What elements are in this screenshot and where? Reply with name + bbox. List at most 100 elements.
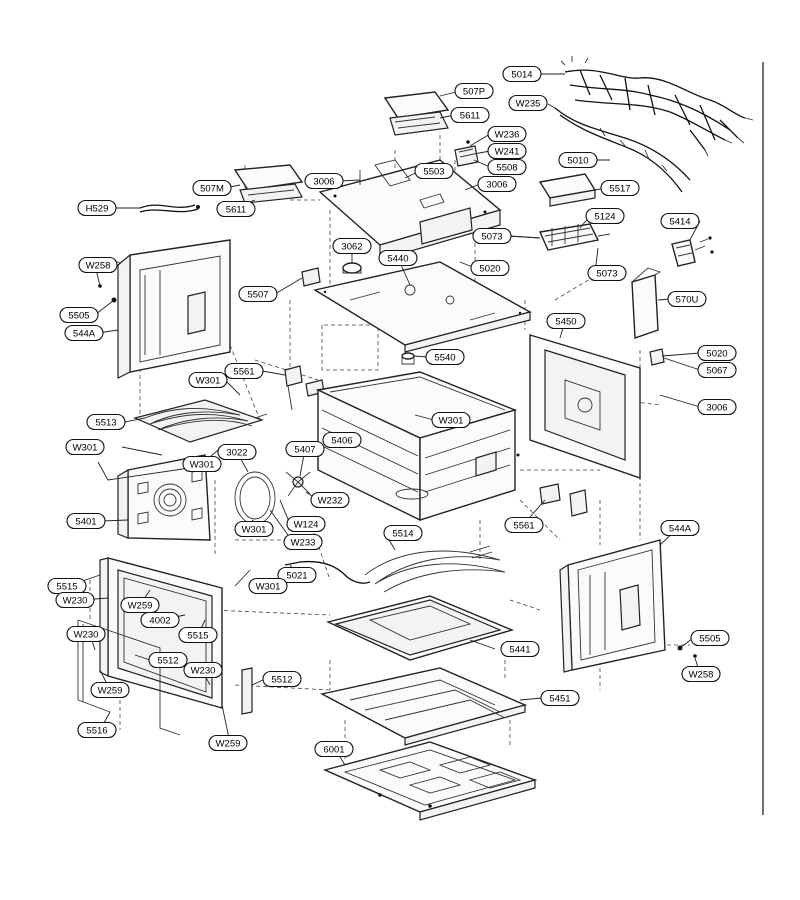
part-number: 5516	[86, 725, 107, 736]
part-number: 3062	[341, 241, 362, 252]
part-label-w301e: W301	[234, 520, 274, 538]
part-label-w301d: W301	[182, 455, 222, 473]
part-number: 5503	[423, 166, 444, 177]
part-number: 5073	[596, 268, 617, 279]
part-label-5014: 5014	[502, 65, 542, 83]
part-labels: 5014507PW2355611W236W24150105508507M3006…	[47, 65, 737, 758]
part-number: 5067	[706, 365, 727, 376]
control-bracket-507p	[383, 91, 450, 136]
part-label-w233: W233	[283, 533, 323, 551]
part-label-5020a: 5020	[470, 259, 510, 277]
part-number: 3006	[706, 402, 727, 413]
sensor-5507	[301, 267, 321, 287]
part-number: W259	[98, 685, 123, 696]
part-label-3022: 3022	[217, 443, 257, 461]
part-label-507p: 507P	[454, 82, 494, 100]
control-bracket-507m	[233, 164, 304, 204]
part-number: W301	[190, 459, 215, 470]
part-number: 570U	[676, 294, 699, 305]
part-number: W230	[74, 629, 99, 640]
part-label-5414: 5414	[660, 212, 700, 230]
part-number: 5010	[567, 155, 588, 166]
fan-blade-5407	[285, 471, 311, 497]
part-number: 5020	[706, 348, 727, 359]
terminal-block	[454, 140, 479, 167]
part-label-w236: W236	[487, 125, 527, 143]
broil-element-5513	[133, 399, 268, 443]
part-number: 5505	[699, 633, 720, 644]
part-number: 5507	[247, 289, 268, 300]
part-number: 5508	[496, 162, 517, 173]
part-number: W233	[291, 537, 316, 548]
part-number: 5401	[75, 516, 96, 527]
part-label-3006b: 3006	[477, 175, 517, 193]
part-label-w258b: W258	[681, 665, 721, 683]
part-label-5561a: 5561	[224, 362, 264, 380]
part-label-5010: 5010	[558, 151, 598, 169]
part-label-5450: 5450	[546, 312, 586, 330]
part-number: 5514	[392, 528, 413, 539]
part-label-w258a: W258	[78, 256, 118, 274]
part-number: W301	[242, 524, 267, 535]
part-label-5515b: 5515	[178, 626, 218, 644]
part-label-w232: W232	[310, 491, 350, 509]
part-number: 5512	[157, 655, 178, 666]
part-label-w230b: W230	[66, 625, 106, 643]
part-label-w259b: W259	[90, 681, 130, 699]
part-number: W124	[294, 519, 319, 530]
part-label-5507: 5507	[238, 285, 278, 303]
part-label-w259a: W259	[120, 596, 160, 614]
part-label-w301b: W301	[431, 411, 471, 429]
part-label-5512b: 5512	[262, 670, 302, 688]
module-5517	[538, 173, 597, 207]
part-5540	[401, 352, 415, 365]
part-number: 5611	[226, 204, 246, 215]
part-number: 3006	[313, 176, 334, 187]
part-number: 5611	[460, 110, 480, 121]
top-panel-5440	[313, 261, 532, 353]
part-number: 544A	[73, 328, 96, 339]
part-label-5440: 5440	[378, 249, 418, 267]
part-label-w235: W235	[508, 94, 548, 112]
ring-heater-3022	[234, 471, 276, 525]
part-number: 5505	[68, 310, 89, 321]
part-number: 5020	[479, 263, 500, 274]
part-number: W230	[191, 665, 216, 676]
part-label-4002: 4002	[140, 611, 180, 629]
part-label-5406: 5406	[322, 431, 362, 449]
part-number: 5014	[511, 69, 532, 80]
part-number: 6001	[323, 744, 344, 755]
part-label-w301f: W301	[248, 577, 288, 595]
part-label-5407: 5407	[285, 440, 325, 458]
part-label-570u: 570U	[667, 290, 707, 308]
door-lock-5414	[671, 236, 714, 267]
part-number: 5073	[481, 231, 502, 242]
part-number: W259	[128, 600, 153, 611]
part-label-w301c: W301	[65, 438, 105, 456]
part-number: H529	[86, 203, 109, 214]
part-number: 5512	[271, 674, 292, 685]
part-number: 5414	[669, 216, 690, 227]
wire-harness-5014	[554, 56, 754, 193]
part-label-3062: 3062	[332, 237, 372, 255]
part-number: 5561	[513, 520, 534, 531]
part-number: 5450	[555, 316, 576, 327]
part-number: 5124	[594, 211, 615, 222]
part-number: 507P	[463, 86, 485, 97]
front-frame-5450	[529, 334, 662, 479]
part-label-5611b: 5611	[216, 200, 256, 218]
broil-pan-5441	[325, 595, 515, 661]
part-number: 5561	[233, 366, 254, 377]
part-number: W235	[516, 98, 541, 109]
part-label-w259c: W259	[208, 734, 248, 752]
part-5067	[649, 348, 665, 366]
thermostat-3062	[342, 262, 362, 274]
part-number: W230	[63, 595, 88, 606]
part-label-w241: W241	[487, 142, 527, 160]
part-label-5505b: 5505	[690, 629, 730, 647]
part-number: 5515	[56, 581, 77, 592]
part-label-5073b: 5073	[587, 264, 627, 282]
part-label-5401: 5401	[66, 512, 106, 530]
part-number: W301	[439, 415, 464, 426]
